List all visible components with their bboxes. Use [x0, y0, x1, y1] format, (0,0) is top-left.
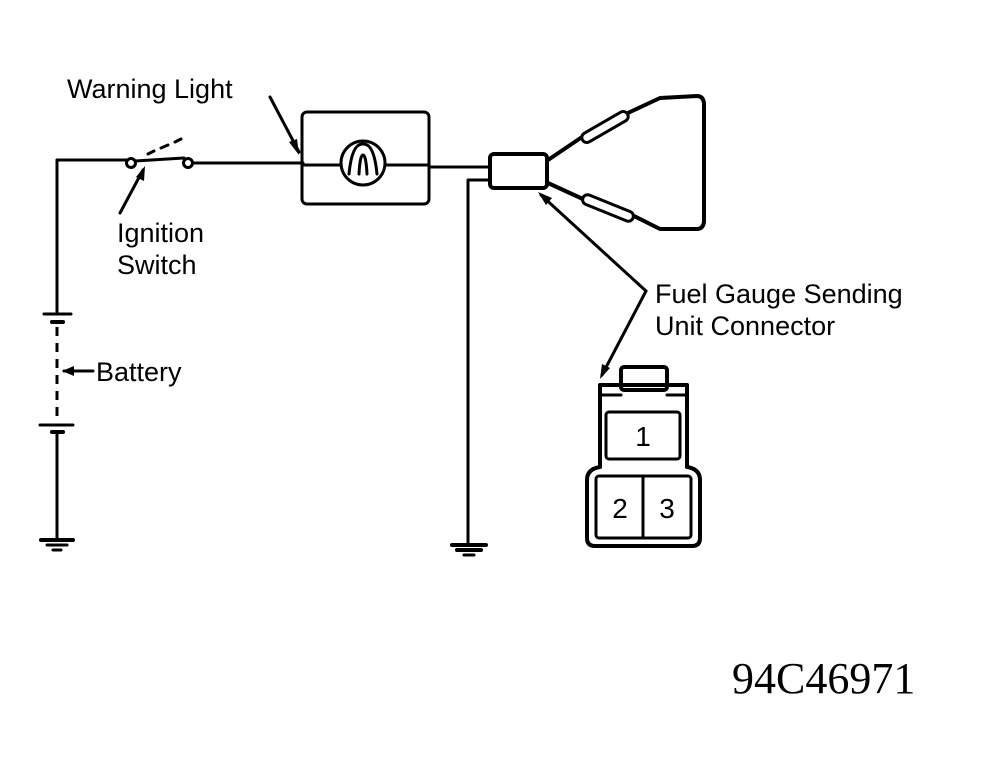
fuel-sending-unit — [546, 94, 706, 231]
ignition-switch-label-line2: Switch — [117, 250, 197, 280]
resistor-lower — [581, 193, 635, 223]
leader-ignition-switch — [118, 166, 145, 215]
wire-ground-drop — [466, 178, 492, 547]
bulb-filament-outer — [347, 142, 379, 176]
leader-fuel-gauge — [538, 192, 648, 379]
battery-label: Battery — [96, 357, 182, 387]
ground-icon — [39, 538, 75, 552]
warning-light-label: Warning Light — [67, 74, 233, 104]
figure-id: 94C46971 — [732, 654, 915, 703]
connector-body — [585, 383, 702, 548]
connector-face[interactable]: 1 2 3 — [585, 365, 702, 548]
ignition-switch-label-line1: Ignition — [117, 218, 204, 248]
warning-light-housing — [300, 110, 431, 206]
sending-unit-connector[interactable] — [488, 152, 549, 190]
resistor-upper — [580, 110, 630, 144]
leader-battery — [62, 366, 95, 376]
switch-terminal-right — [182, 157, 194, 169]
switch-blade — [133, 156, 186, 163]
switch-terminal-left — [125, 157, 137, 169]
pin-1-label: 1 — [635, 421, 651, 452]
warning-light[interactable] — [300, 110, 431, 206]
fuel-gauge-label-line2: Unit Connector — [655, 311, 835, 341]
bulb-filament-inner — [357, 153, 369, 176]
fuel-gauge-label-line1: Fuel Gauge Sending — [655, 279, 903, 309]
switch-open-dashes — [146, 137, 183, 156]
pin-1-cavity — [604, 410, 682, 461]
connector-latch — [619, 365, 669, 392]
leader-warning-light — [268, 95, 301, 155]
pin-3-label: 3 — [659, 493, 675, 524]
ground-icon — [450, 543, 488, 557]
bulb-icon — [339, 139, 387, 187]
pin-2-label: 2 — [612, 493, 628, 524]
ignition-switch[interactable] — [125, 137, 194, 169]
